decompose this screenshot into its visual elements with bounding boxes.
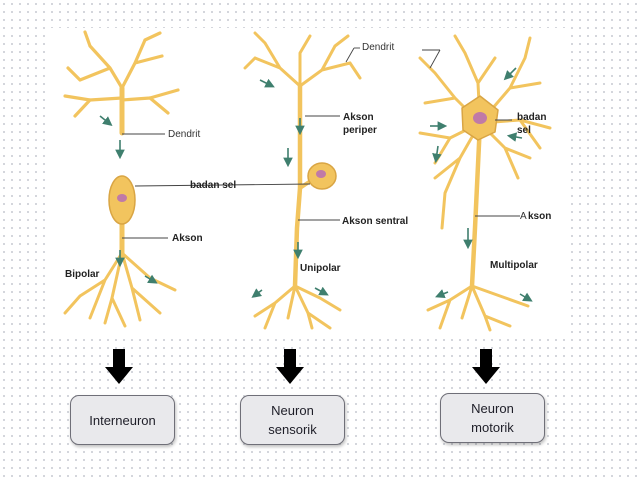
badan-sel-label: badan sel bbox=[190, 180, 236, 191]
neuron-motorik-line1: Neuron bbox=[471, 401, 514, 416]
neuron-diagram: Dendrit badan sel Akson Bipolar Dendrit … bbox=[50, 28, 570, 334]
neuron-illustration: Dendrit badan sel Akson Bipolar Dendrit … bbox=[63, 30, 552, 332]
interneuron-label: Interneuron bbox=[89, 412, 156, 428]
dendrit-label-left: Dendrit bbox=[168, 129, 200, 140]
multipolar-neuron bbox=[418, 34, 552, 332]
bipolar-label: Bipolar bbox=[65, 269, 100, 280]
unipolar-neuron bbox=[243, 31, 362, 330]
multipolar-label: Multipolar bbox=[490, 260, 538, 271]
akson-periper-label-1: Akson bbox=[343, 112, 374, 123]
akson-label-left: Akson bbox=[172, 233, 203, 244]
akson-label-right-b: kson bbox=[528, 211, 551, 222]
badan-label-right: badan bbox=[517, 112, 546, 123]
bipolar-neuron bbox=[63, 30, 180, 328]
flow-arrows bbox=[99, 67, 533, 302]
neuron-motorik-line2: motorik bbox=[471, 420, 514, 435]
neuron-motorik-box: Neuron motorik bbox=[440, 393, 545, 443]
neuron-sensorik-line1: Neuron bbox=[271, 403, 314, 418]
neuron-sensorik-box: Neuron sensorik bbox=[240, 395, 345, 445]
dendrit-label-mid: Dendrit bbox=[362, 42, 394, 53]
akson-periper-label-2: periper bbox=[343, 125, 377, 136]
down-arrow-icon bbox=[105, 349, 133, 384]
akson-sentral-label: Akson sentral bbox=[342, 216, 408, 227]
down-arrow-icon bbox=[472, 349, 500, 384]
pointer-lines bbox=[122, 47, 520, 239]
neuron-sensorik-line2: sensorik bbox=[268, 422, 317, 437]
unipolar-label: Unipolar bbox=[300, 263, 341, 274]
sel-label-right: sel bbox=[517, 125, 531, 136]
down-arrow-icon bbox=[276, 349, 304, 384]
akson-label-right-a: A bbox=[520, 211, 527, 222]
interneuron-box: Interneuron bbox=[70, 395, 175, 445]
